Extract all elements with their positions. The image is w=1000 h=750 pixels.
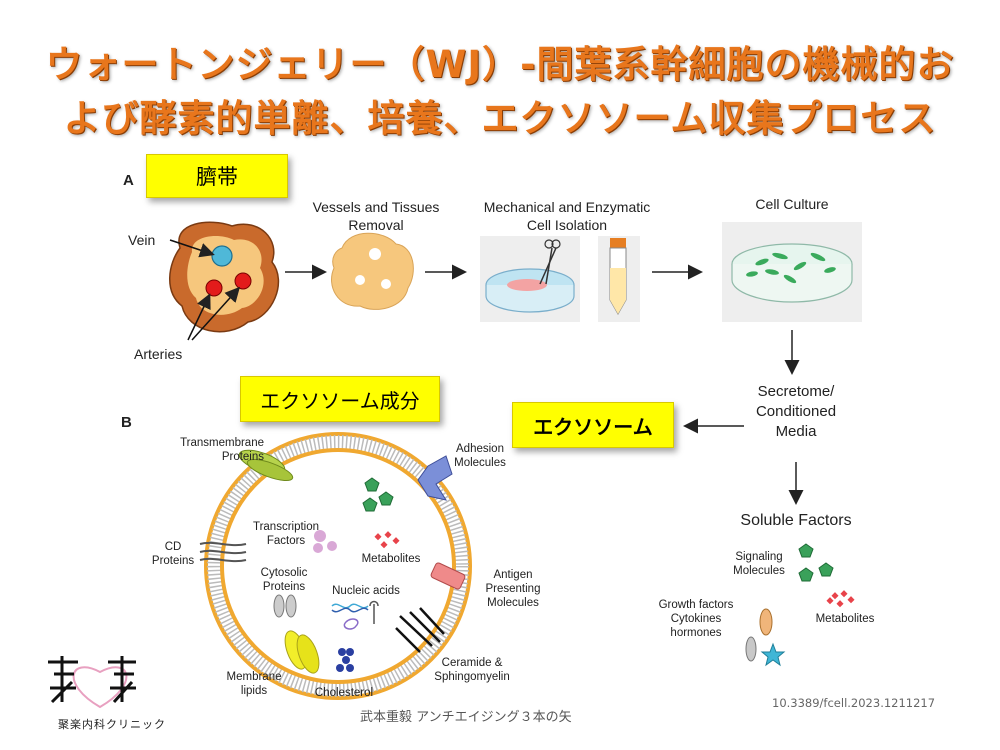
soluble-factors-label: Soluble Factors xyxy=(740,512,852,529)
transcription-factor-dots xyxy=(313,530,337,553)
vein-label: Vein xyxy=(128,232,156,248)
exosome-badge: エクソソーム xyxy=(512,402,674,448)
cytosolic-protein xyxy=(273,594,297,618)
membrane-lipid-protein xyxy=(284,630,320,674)
nucleic-acids-label: Nucleic acids xyxy=(332,585,400,597)
adhesion-molecule xyxy=(417,455,453,501)
arteries-label: Arteries xyxy=(134,346,183,362)
hormone-star xyxy=(760,642,786,667)
panel-b-letter: B xyxy=(121,414,132,431)
umbilical-cord-badge: 臍帯 xyxy=(146,154,288,198)
transmembrane-protein xyxy=(238,449,294,482)
soluble-metabolites-label: Metabolites xyxy=(815,613,875,625)
nucleic-acids xyxy=(331,600,379,630)
umbilical-cord-section xyxy=(169,221,280,333)
author-credit: 武本重毅 アンチエイジング３本の矢 xyxy=(360,710,572,725)
panel-a-letter: A xyxy=(123,172,134,189)
exosome-vesicle xyxy=(204,432,472,700)
growth-factor-shape xyxy=(759,608,773,636)
cholesterol-label: Cholesterol xyxy=(314,687,374,699)
doi-reference: 10.3389/fcell.2023.1211217 xyxy=(772,696,936,710)
vein-circle xyxy=(211,245,233,267)
centrifuge-tube xyxy=(598,236,640,322)
internal-signaling-pentagons xyxy=(362,477,394,512)
cd-protein xyxy=(199,541,247,563)
clinic-logo xyxy=(48,656,136,709)
antigen-presenting-molecule xyxy=(430,562,466,590)
title-line-1: ウォートンジェリー（WJ）-間葉系幹細胞の機械的お xyxy=(45,43,955,86)
cholesterol-cluster xyxy=(336,648,354,672)
culture-label: Cell Culture xyxy=(755,196,829,212)
cytokine-shape xyxy=(745,636,757,662)
petri-dish-isolation xyxy=(480,236,580,322)
exosome-components-badge: エクソソーム成分 xyxy=(240,376,440,422)
internal-metabolites-label: Metabolites xyxy=(361,553,421,565)
clinic-name: 聚楽内科クリニック xyxy=(58,718,166,731)
ceramide-label: Ceramide &Sphingomyelin xyxy=(434,657,510,683)
soluble-signaling-pentagons xyxy=(798,543,834,582)
title-line-2: よび酵素的単離、培養、エクソソーム収集プロセス xyxy=(63,97,937,140)
tissue-removed-shape xyxy=(331,232,414,310)
internal-metabolites-dots xyxy=(374,531,400,549)
soluble-metabolites-dots xyxy=(826,590,855,608)
cell-culture-dish xyxy=(722,222,862,322)
ceramide-sphingomyelin xyxy=(395,607,445,653)
